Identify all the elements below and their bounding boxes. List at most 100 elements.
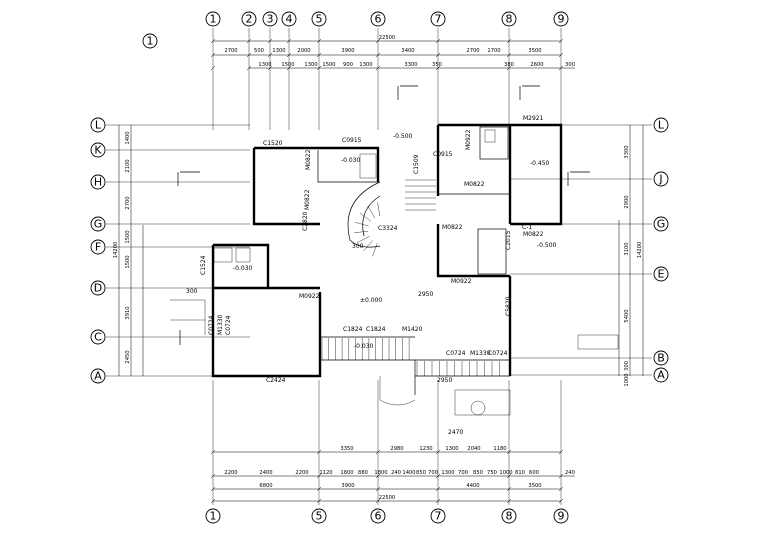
- axis-bubble-label: 8: [506, 13, 513, 26]
- window-label: M1330: [217, 314, 224, 335]
- dim-text-left: 1500: [125, 255, 131, 268]
- door-label: M0822: [442, 224, 463, 231]
- dim-tick: [375, 498, 381, 504]
- dim-tick: [558, 52, 564, 58]
- axis-bubble-left: C: [90, 329, 106, 345]
- axis-bubble-bottom: 8: [501, 508, 517, 524]
- dim-tick: [316, 65, 322, 71]
- window-label: C1824: [366, 326, 386, 333]
- axis-bubble-left: K: [90, 142, 106, 158]
- dim-tick: [506, 65, 512, 71]
- curved-stair-tread: [356, 236, 370, 243]
- wall-left-lower: [211, 245, 322, 378]
- axis-bubble-label: G: [94, 218, 103, 231]
- dim-tick: [246, 38, 252, 44]
- dim-text-bottom: 2040: [467, 446, 480, 452]
- misc-label: 2470: [448, 429, 463, 436]
- axis-bubble-label: 9: [558, 13, 565, 26]
- curved-stair-tread: [359, 212, 372, 222]
- axis-bubble-label: 3: [267, 13, 274, 26]
- axis-bubble-circle: [281, 11, 297, 27]
- axis-bubble-top: 3: [262, 11, 278, 27]
- axis-bubble-label: C: [94, 331, 102, 344]
- window-label: C1824: [343, 326, 363, 333]
- dim-tick: [316, 38, 322, 44]
- side-terrace: [170, 299, 206, 335]
- dim-tick: [435, 38, 441, 44]
- dim-tick: [286, 38, 292, 44]
- door-label: M0922: [299, 293, 320, 300]
- axis-bubble-circle: [430, 11, 446, 27]
- axis-bubble-circle: [90, 142, 106, 158]
- dim-text-top: 900: [343, 62, 353, 68]
- dim-tick: [316, 449, 322, 455]
- dim-text-left-overall: 14200: [113, 242, 119, 259]
- axis-bubble-label: H: [94, 176, 102, 189]
- wall-right-core: [436, 125, 510, 278]
- dim-text-top: 1300: [258, 62, 271, 68]
- axis-bubble-circle: [653, 367, 669, 383]
- dim-text-bottom: 1800: [340, 470, 353, 476]
- dim-text-bottom: 1300: [445, 446, 458, 452]
- axis-bubble-top: 6: [370, 11, 386, 27]
- axis-bubble-label: 2: [246, 13, 253, 26]
- dim-text-bottom: 850: [416, 470, 426, 476]
- bath-fixture-left: [213, 247, 233, 263]
- axis-bubble-label: 1: [210, 13, 217, 26]
- window-label: C2015: [505, 230, 512, 250]
- window-label: C2424: [266, 377, 286, 384]
- axis-bubble-left: H: [90, 174, 106, 190]
- dim-text-top: 1300: [304, 62, 317, 68]
- level-label: -0.030: [354, 343, 374, 350]
- axis-bubble-right: J: [653, 171, 669, 187]
- window-label: C0724: [488, 350, 508, 357]
- axis-bubble-circle: [262, 11, 278, 27]
- axis-bubble-bottom: 9: [553, 508, 569, 524]
- axis-bubble-circle: [553, 11, 569, 27]
- wc-fixture-right: [484, 129, 496, 143]
- window-label: C0915: [433, 151, 453, 158]
- axis-bubble-circle: [553, 508, 569, 524]
- dim-tick: [506, 38, 512, 44]
- bath-right-upper: [479, 126, 509, 160]
- axis-bubble-left: A: [90, 368, 106, 384]
- dim-tick: [375, 52, 381, 58]
- kitchen-counter: [477, 228, 507, 275]
- axis-bubble-label: 9: [558, 510, 565, 523]
- axis-bubble-left: F: [90, 239, 106, 255]
- misc-label: 300: [352, 243, 364, 250]
- dim-text-bottom: 2400: [259, 470, 272, 476]
- front-terrace: [415, 359, 511, 377]
- dim-tick: [316, 52, 322, 58]
- dim-tick: [246, 52, 252, 58]
- misc-label: 2950: [437, 377, 452, 384]
- curved-stair-tread: [377, 202, 381, 217]
- dim-text-bottom: 4400: [466, 483, 479, 489]
- axis-bubble-label: J: [658, 173, 662, 186]
- axis-bubble-top: 4: [281, 11, 297, 27]
- dim-text-top: 500: [254, 48, 264, 54]
- dim-tick: [267, 52, 273, 58]
- axis-bubble-circle: [311, 508, 327, 524]
- dim-text-top: 1700: [487, 48, 500, 54]
- window-label: M1330: [470, 350, 491, 357]
- axis-bubble-top: 7: [430, 11, 446, 27]
- axis-bubble-label: A: [657, 369, 665, 382]
- axis-bubble-top: 5: [311, 11, 327, 27]
- dim-text-left: 2100: [125, 159, 131, 172]
- axis-bubble-label: 7: [435, 13, 442, 26]
- axis-bubble-label: 8: [506, 510, 513, 523]
- dim-text-bottom: 1120: [319, 470, 332, 476]
- dim-tick: [210, 38, 216, 44]
- window-label: C1524: [200, 255, 207, 275]
- axis-bubble-circle: [311, 11, 327, 27]
- dim-text-right-overall: 14200: [637, 242, 643, 259]
- axis-bubble-label: 5: [316, 13, 323, 26]
- rear-terrace: [454, 389, 511, 416]
- dim-tick: [375, 38, 381, 44]
- dim-text-bottom: 2200: [224, 470, 237, 476]
- door-label: M0922: [451, 278, 472, 285]
- dim-text-bottom: 1300: [441, 470, 454, 476]
